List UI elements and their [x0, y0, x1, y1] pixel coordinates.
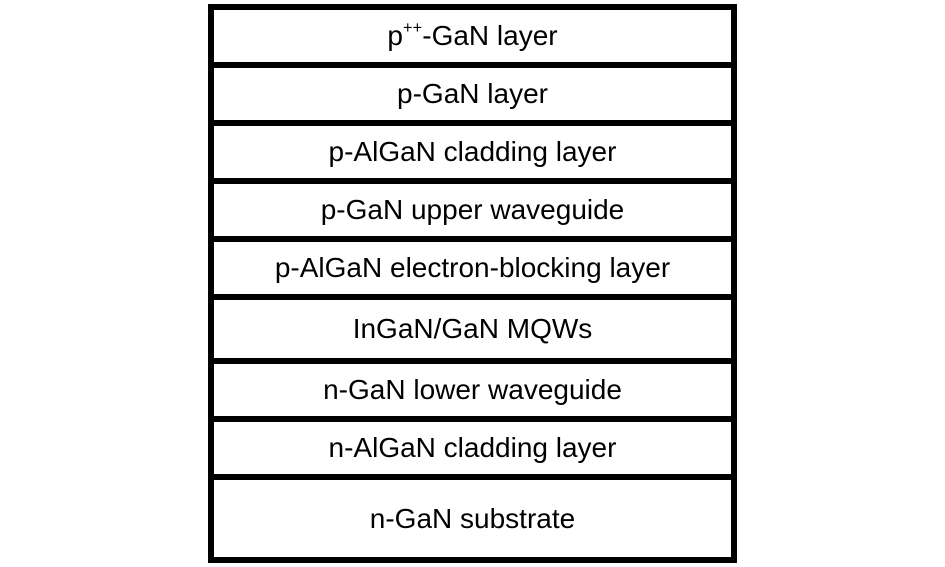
layer-label-p-algan-electron-blocking: p-AlGaN electron-blocking layer — [274, 252, 671, 283]
layer-label-p-algan-cladding: p-AlGaN cladding layer — [328, 136, 617, 167]
layer-stack-diagram: p++-GaN layer p-GaN layer p-AlGaN claddi… — [208, 4, 737, 563]
layer-ingan-gan-mqws: InGaN/GaN MQWs — [214, 300, 731, 364]
superscript-plus-plus: ++ — [402, 18, 423, 37]
layer-label-p-gan-upper-waveguide: p-GaN upper waveguide — [320, 194, 625, 225]
layer-p-gan-upper-waveguide: p-GaN upper waveguide — [214, 184, 731, 242]
layer-label-n-gan-substrate: n-GaN substrate — [369, 502, 576, 534]
layer-p-algan-cladding: p-AlGaN cladding layer — [214, 126, 731, 184]
layer-label-n-gan-lower-waveguide: n-GaN lower waveguide — [323, 374, 622, 405]
layer-n-algan-cladding: n-AlGaN cladding layer — [214, 422, 731, 480]
layer-p-gan: p-GaN layer — [214, 68, 731, 126]
layer-label-p-plus-plus-gan: p++-GaN layer — [387, 18, 558, 51]
layer-p-plus-plus-gan: p++-GaN layer — [214, 10, 731, 68]
layer-p-algan-electron-blocking: p-AlGaN electron-blocking layer — [214, 242, 731, 300]
layer-n-gan-substrate: n-GaN substrate — [214, 480, 731, 557]
layer-label-n-algan-cladding: n-AlGaN cladding layer — [328, 432, 617, 463]
layer-label-ingan-gan-mqws: InGaN/GaN MQWs — [352, 313, 593, 344]
layer-n-gan-lower-waveguide: n-GaN lower waveguide — [214, 364, 731, 422]
layer-label-p-gan: p-GaN layer — [397, 78, 548, 109]
